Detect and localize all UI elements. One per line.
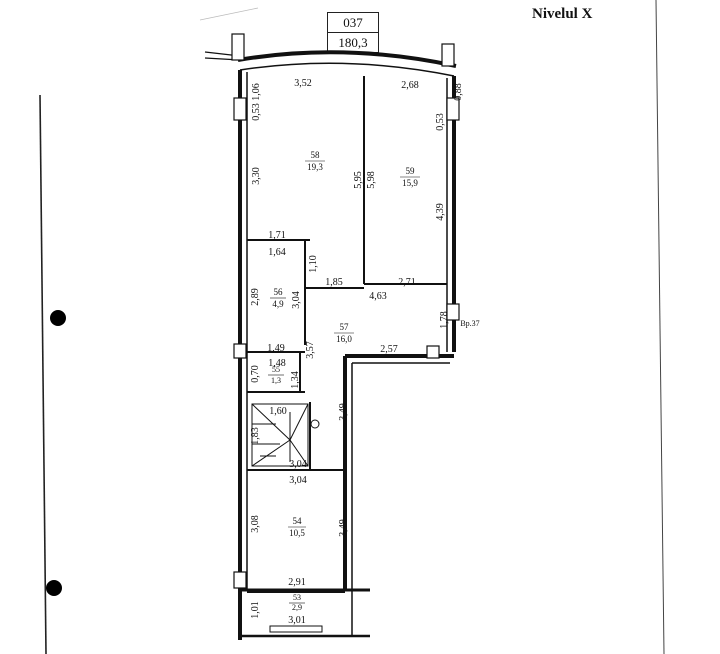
dim-3-04-v: 3,04 [291,291,302,309]
dim-2-89: 2,89 [250,288,261,306]
interior-walls [247,76,447,593]
column-right-3 [426,345,440,359]
dim-3-04-a: 3,04 [289,459,307,470]
column-right-2 [446,303,460,321]
dim-3-30: 3,30 [251,167,262,185]
column-top-left [231,33,245,61]
dim-4-63: 4,63 [369,291,387,302]
staircase [251,403,320,467]
dim-3-57: 3,57 [305,341,316,359]
curved-top-wall-inner [239,62,455,77]
outer-walls [204,33,460,640]
room-55-id: 55 [272,365,280,374]
column-left-3 [233,571,247,589]
room-labels: 58 19,3 59 15,9 56 4,9 57 16,0 55 1,3 54… [268,150,480,612]
room-55-area: 1,3 [271,376,281,385]
dim-1-83: 1,83 [250,427,261,445]
dim-2-91: 2,91 [288,577,306,588]
room-58-id: 58 [311,150,321,160]
stray-mark [199,7,259,21]
dim-1-01: 1,01 [250,601,261,619]
column-right-1 [446,97,460,121]
room-56-area: 4,9 [272,299,284,309]
dim-1-06: 1,06 [251,83,262,101]
room-57-area: 16,0 [336,334,352,344]
dim-1-49: 1,49 [267,343,285,354]
room-57-id: 57 [340,322,350,332]
room-53-area: 2,9 [292,603,302,612]
dim-3-49-b: 3,49 [338,519,349,537]
curved-top-wall [237,50,457,68]
window-bottom [269,625,323,633]
column-top-right [441,43,455,67]
stair-diag-4 [289,439,309,467]
dim-1-78: 1,78 [439,311,450,329]
dim-5-95: 5,95 [353,171,364,189]
binder-hole-bottom [46,580,62,596]
dim-0-88: 0,88 [453,83,464,101]
dim-1-48: 1,48 [268,358,286,369]
binder-hole-top [50,310,66,326]
stair-diag-3 [251,439,291,467]
dim-3-49-a: 3,49 [338,403,349,421]
room-59-area: 15,9 [402,178,418,188]
column-left-2 [233,343,247,359]
stair-diag-1 [251,403,291,441]
dim-4-39: 4,39 [435,203,446,221]
dim-0-70: 0,70 [250,365,261,383]
level-title: Nivelul X [532,6,593,22]
dim-1-10: 1,10 [308,255,319,273]
dim-2-68: 2,68 [401,80,419,91]
room-53-id: 53 [293,593,301,602]
dim-3-04-b: 3,04 [289,475,307,486]
total-area: 180,3 [338,35,368,50]
page-border-right [655,0,665,654]
room-56-id: 56 [274,287,284,297]
room-54-id: 54 [293,516,303,526]
dim-3-01: 3,01 [288,615,306,626]
dim-1-60: 1,60 [269,406,287,417]
stair-core [251,403,309,467]
dim-1-34: 1,34 [290,371,301,389]
dim-0-53-left: 0,53 [251,103,262,121]
room-59-id: 59 [406,166,416,176]
dimensions-vertical: 1,06 0,88 0,53 0,53 3,30 5,95 5,98 4,39 … [250,83,464,619]
dim-1-71: 1,71 [268,230,286,241]
stair-diag-2 [289,403,309,441]
dim-1-64: 1,64 [268,247,286,258]
balcony-ref: Bp.37 [460,319,479,328]
dim-0-53-right: 0,53 [435,113,446,131]
room-54-area: 10,5 [289,528,305,538]
dim-1-85: 1,85 [325,277,343,288]
dim-3-08: 3,08 [250,515,261,533]
apartment-code: 037 [328,13,378,33]
dim-2-57: 2,57 [380,344,398,355]
stair-marker [310,419,320,429]
room-58-area: 19,3 [307,162,323,172]
dim-3-52: 3,52 [294,78,312,89]
dimensions-horizontal: 3,52 2,68 1,71 1,64 1,85 2,71 4,63 1,49 … [267,78,419,626]
dim-5-98: 5,98 [366,171,377,189]
page-border-left [39,94,47,654]
column-mid-left [233,97,247,121]
dim-2-71: 2,71 [398,277,416,288]
